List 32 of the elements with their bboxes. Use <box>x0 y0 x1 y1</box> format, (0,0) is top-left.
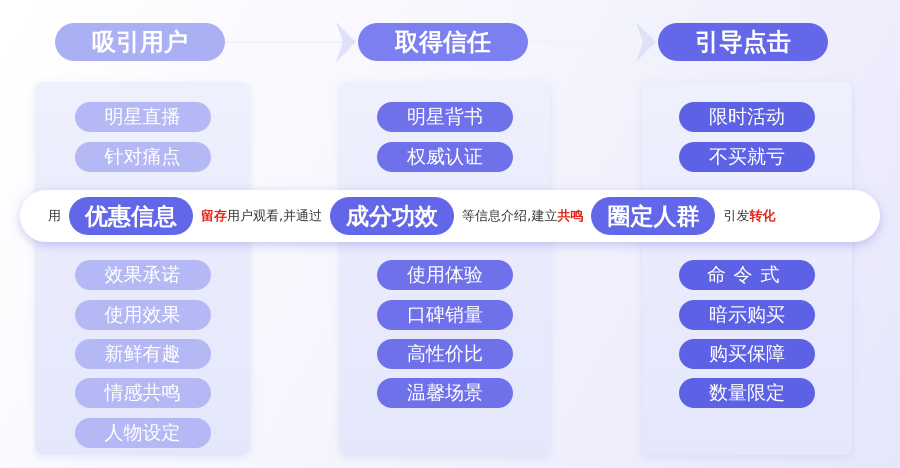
tactic-pill: 明星背书 <box>377 102 513 132</box>
highlight-text: 留存 <box>201 208 227 225</box>
banner-text: 用 <box>48 208 61 225</box>
tactic-pill: 人物设定 <box>74 418 210 448</box>
tactic-pill: 效果承诺 <box>74 260 210 290</box>
banner-text: 等信息介绍,建立 <box>462 208 558 225</box>
tactic-pill: 使用体验 <box>377 260 513 290</box>
stage-header: 取得信任 <box>358 23 528 61</box>
tactic-pill: 新鲜有趣 <box>74 339 210 369</box>
tactic-pill: 购买保障 <box>679 339 815 369</box>
tactic-pill: 高性价比 <box>377 339 513 369</box>
tactic-pill: 口碑销量 <box>377 300 513 330</box>
tactic-pill: 针对痛点 <box>74 142 210 172</box>
tactic-pill: 权威认证 <box>377 142 513 172</box>
tactic-pill: 使用效果 <box>74 300 210 330</box>
stage-header: 引导点击 <box>658 23 828 61</box>
tactic-pill: 温馨场景 <box>377 378 513 408</box>
tactic-pill: 明星直播 <box>74 102 210 132</box>
tactic-pill: 数量限定 <box>679 378 815 408</box>
keyword-pill: 优惠信息 <box>69 197 193 235</box>
banner-text: 引发 <box>723 208 750 225</box>
tactic-pill: 暗示购买 <box>679 300 815 330</box>
highlight-text: 转化 <box>749 208 776 225</box>
highlight-text: 共鸣 <box>557 208 584 225</box>
chevron-arrow <box>225 22 356 62</box>
banner-text: 用户观看,并通过 <box>227 208 322 225</box>
tactic-pill: 命令式 <box>679 260 815 290</box>
tactic-pill: 情感共鸣 <box>74 378 210 408</box>
tactic-pill: 不买就亏 <box>679 142 815 172</box>
summary-banner <box>20 190 880 242</box>
tactic-pill: 限时活动 <box>679 102 815 132</box>
stage-header: 吸引用户 <box>55 23 225 61</box>
